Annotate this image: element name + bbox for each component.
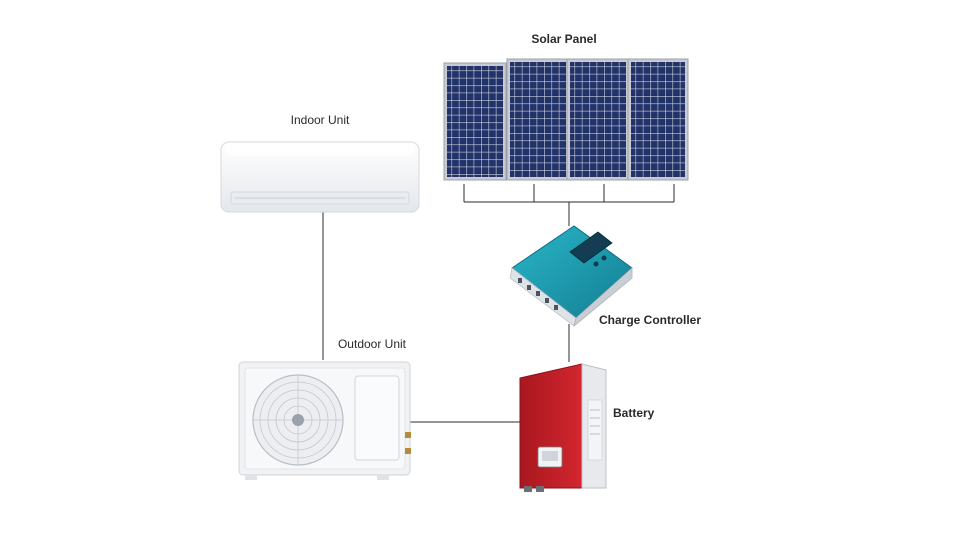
solar-panel-label: Solar Panel <box>531 32 597 46</box>
outdoor-unit-label: Outdoor Unit <box>337 337 407 351</box>
battery-label: Battery <box>613 406 655 420</box>
battery-inverter-icon <box>519 363 607 492</box>
connection-lines <box>322 184 675 423</box>
indoor-unit-label: Indoor Unit <box>290 113 350 127</box>
solar-panel-icon <box>443 58 689 181</box>
charge-controller-label: Charge Controller <box>599 313 702 327</box>
charge-controller-icon <box>509 225 633 328</box>
indoor-ac-unit-icon <box>220 141 420 213</box>
outdoor-ac-unit-icon <box>238 361 411 480</box>
